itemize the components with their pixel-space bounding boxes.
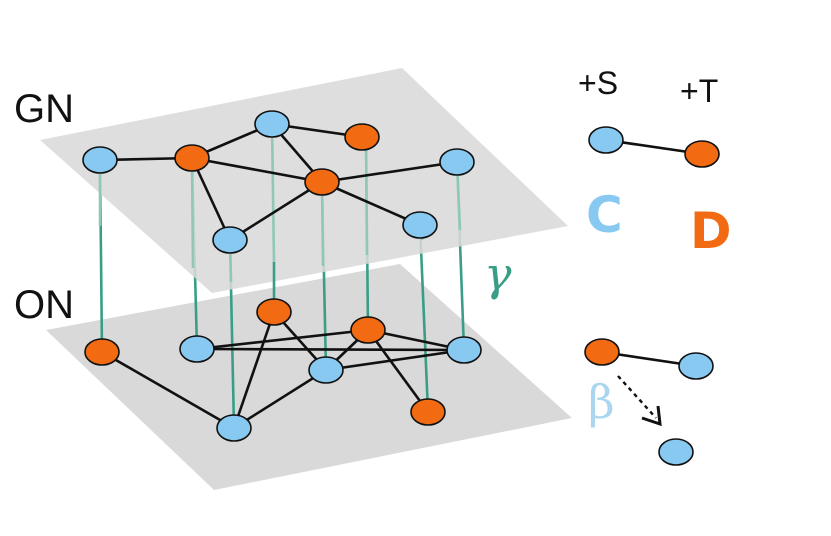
cooperator-node bbox=[446, 336, 482, 364]
defector-label: D bbox=[690, 202, 732, 260]
defector-node bbox=[304, 168, 340, 196]
legend-cooperator-node bbox=[678, 352, 714, 380]
cooperator-node bbox=[254, 110, 290, 138]
cooperator-node bbox=[308, 356, 344, 384]
defector-node bbox=[410, 398, 446, 426]
cooperator-node bbox=[179, 335, 215, 363]
top-layer-label: GN bbox=[14, 87, 74, 131]
bottom-layer-label: ON bbox=[14, 283, 74, 327]
defector-node bbox=[256, 298, 292, 326]
top-layer-nodes bbox=[82, 110, 475, 254]
cooperator-node bbox=[402, 211, 438, 239]
defector-node bbox=[174, 144, 210, 172]
cooperator-node bbox=[216, 414, 252, 442]
plus-t-label: +T bbox=[680, 73, 718, 109]
plus-s-label: +S bbox=[578, 65, 618, 101]
top-layer-plane bbox=[40, 68, 568, 293]
dashed-arrow-icon bbox=[617, 375, 662, 427]
bottom-layer-plane bbox=[46, 264, 572, 490]
beta-label: β bbox=[588, 375, 615, 429]
legend-cooperator-node bbox=[658, 438, 694, 466]
defector-node bbox=[350, 316, 386, 344]
defector-node bbox=[84, 338, 120, 366]
cooperator-node bbox=[212, 226, 248, 254]
cooperator-node bbox=[439, 148, 475, 176]
legend-cooperator-node bbox=[588, 126, 624, 154]
gamma-label: γ bbox=[484, 247, 512, 301]
bottom-layer-nodes bbox=[84, 298, 482, 442]
legend-defector-node bbox=[684, 140, 720, 168]
legend-defector-node bbox=[584, 338, 620, 366]
defector-node bbox=[344, 123, 380, 151]
cooperator-label: C bbox=[586, 186, 623, 244]
cooperator-node bbox=[82, 146, 118, 174]
